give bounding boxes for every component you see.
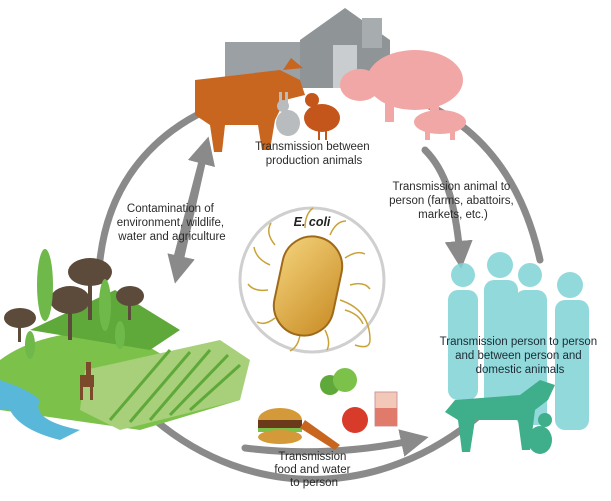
label-animal-to-person: Transmission animal to person (farms, ab… [389,181,517,221]
chicken-icon [304,93,340,140]
cat-icon [528,413,552,454]
center-label: E. coli [294,215,331,229]
ecoli-bacterium-icon [238,206,386,354]
people-icon [448,252,589,430]
arrow-food-to-person [241,429,429,457]
label-line: to person [290,477,338,489]
label-line: markets, etc.) [418,209,488,221]
deer-icon [80,362,94,400]
label-line: production animals [266,155,363,167]
label-contamination: Contamination of environment, wildlife, … [117,203,228,243]
cow-icon [195,58,305,152]
landscape-icon [0,249,250,440]
label-line: Transmission person to person [440,336,597,348]
food-water-icon [258,368,398,450]
label-line: Transmission animal to [392,181,510,193]
arrow-animal-to-person [421,146,473,269]
label-line: domestic animals [476,364,565,376]
label-food-water: Transmission food and water to person [274,451,353,489]
label-line: person (farms, abattoirs, [389,195,514,207]
label-line: food and water [274,464,350,476]
arrow-down-contamination [167,146,209,284]
label-line: Transmission between [255,141,370,153]
label-line: water and agriculture [117,231,225,243]
pig-icon [340,50,466,140]
label-line: and between person and [455,350,582,362]
label-production-animals: Transmission between production animals [255,141,373,167]
dog-icon [445,380,555,452]
label-line: environment, wildlife, [117,217,224,229]
arc-bottom [151,411,484,483]
label-line: Transmission [278,451,346,463]
label-line: Contamination of [127,203,215,215]
label-person-to-person: Transmission person to person and betwee… [440,336,601,376]
rabbit-icon [276,92,300,136]
